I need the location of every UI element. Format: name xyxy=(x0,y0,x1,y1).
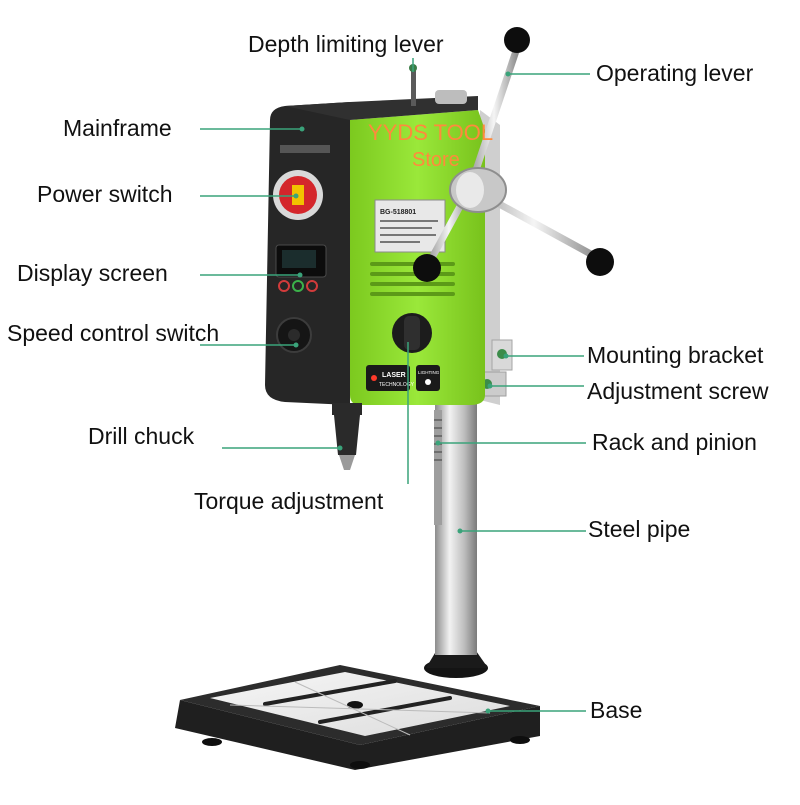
speed-knob-center xyxy=(288,329,300,341)
label-depth-limiting-lever: Depth limiting lever xyxy=(248,31,444,57)
label-speed-control-switch: Speed control switch xyxy=(7,320,220,346)
base-cross-v xyxy=(294,681,411,736)
housing-label xyxy=(280,145,330,153)
label-torque-adjustment: Torque adjustment xyxy=(194,488,384,514)
watermark-line-1: YYDS TOOL xyxy=(368,120,494,145)
label-operating-lever: Operating lever xyxy=(596,60,754,86)
label-adjustment-screw: Adjustment screw xyxy=(587,378,769,404)
base-hole xyxy=(347,701,363,709)
base-foot-front xyxy=(350,761,370,769)
drill-chuck xyxy=(332,403,362,470)
base-foot-left xyxy=(202,738,222,746)
chuck-nose xyxy=(339,455,355,470)
label-power-switch: Power switch xyxy=(37,181,173,207)
nameplate-line-1 xyxy=(380,220,438,222)
depth-limiting-lever xyxy=(411,70,416,106)
label-drill-chuck: Drill chuck xyxy=(88,423,195,449)
base-slot-1 xyxy=(263,679,397,706)
laser-badge xyxy=(366,365,410,391)
base-foot-right xyxy=(510,736,530,744)
nameplate xyxy=(374,199,446,253)
lighting-label: LIGHTING xyxy=(418,370,440,375)
display-button-red-2[interactable] xyxy=(306,280,318,292)
lighting-badge xyxy=(416,365,440,391)
lighting-dot xyxy=(425,379,431,385)
label-mounting-bracket: Mounting bracket xyxy=(587,342,764,368)
display-button-red[interactable] xyxy=(278,280,290,292)
label-rack-and-pinion: Rack and pinion xyxy=(592,429,757,455)
nameplate-line-3 xyxy=(380,234,436,236)
label-mainframe: Mainframe xyxy=(63,115,172,141)
laser-technology-label: TECHNOLOGY xyxy=(379,382,415,388)
housing-top xyxy=(285,96,478,120)
lever-knob-left xyxy=(413,254,441,282)
base-cross-h xyxy=(229,704,491,714)
base-assembly xyxy=(175,648,540,770)
label-base: Base xyxy=(590,697,643,723)
nameplate-line-4 xyxy=(380,241,420,243)
spindle-cap xyxy=(435,90,467,104)
display-button-green[interactable] xyxy=(292,280,304,292)
nameplate-line-2 xyxy=(380,227,432,229)
label-display-screen: Display screen xyxy=(17,260,168,286)
watermark-line-2: Store xyxy=(412,149,460,171)
chuck-body xyxy=(334,415,360,455)
lever-knob-top xyxy=(504,27,530,53)
display-screen-glass xyxy=(282,250,316,268)
chuck-collar xyxy=(332,403,362,415)
torque-knob-grip xyxy=(404,316,420,350)
operating-lever[interactable] xyxy=(413,27,614,282)
base-body xyxy=(175,700,540,770)
laser-label: LASER xyxy=(382,372,406,379)
laser-dot xyxy=(371,375,377,381)
leader-dots xyxy=(293,71,511,714)
lever-hub-face xyxy=(456,172,484,208)
lever-knob-right xyxy=(586,248,614,276)
leader-lines xyxy=(200,58,590,712)
rack-gear xyxy=(434,410,442,525)
label-steel-pipe: Steel pipe xyxy=(588,516,691,542)
lever-arm-up xyxy=(466,41,522,192)
nameplate-model: BG-518801 xyxy=(380,209,416,216)
